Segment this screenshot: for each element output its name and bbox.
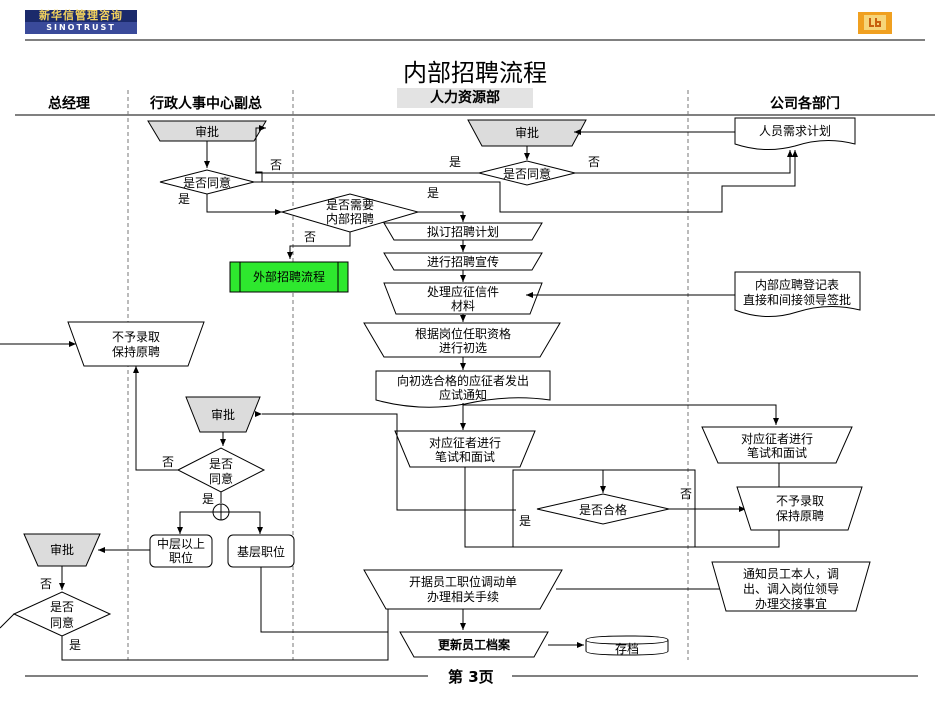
- notice-label-1: 向初选合格的应征者发出: [397, 373, 529, 388]
- noadmit-right-label-1: 不予录取: [776, 494, 824, 508]
- base-level-node: 基层职位: [227, 534, 295, 568]
- lane-gm-header: 总经理: [48, 96, 90, 112]
- notice-doc: 向初选合格的应征者发出 应试通知: [375, 370, 551, 408]
- no-label: 否: [40, 577, 52, 591]
- transfer-label-1: 开据员工职位调动单: [409, 574, 517, 589]
- approve-hr-node: 审批: [467, 119, 587, 147]
- yes-label: 是: [427, 186, 439, 200]
- no-label: 否: [162, 455, 174, 469]
- mid-level-node: 中层以上 职位: [149, 534, 213, 568]
- external-process-node: 外部招聘流程: [229, 261, 349, 293]
- agree-vp-node: 是否同意: [159, 169, 255, 195]
- interview-dept-label-1: 对应征者进行: [741, 431, 813, 446]
- interview-hr-label-1: 对应征者进行: [429, 435, 501, 450]
- update-node: 更新员工档案: [399, 631, 549, 658]
- sinotrust-logo: 新华信管理咨询 SINOTRUST: [25, 10, 137, 34]
- qualified-node: 是否合格: [536, 493, 670, 525]
- inform-label-1: 通知员工本人，调: [743, 567, 839, 581]
- corner-logo-icon: [858, 12, 892, 34]
- archive-label: 存档: [615, 642, 639, 656]
- handle-label-1: 处理应征信件: [427, 284, 499, 299]
- transfer-label-2: 办理相关手续: [427, 589, 499, 604]
- need-internal-label-1: 是否需要: [326, 198, 374, 212]
- interview-dept-label-2: 笔试和面试: [747, 445, 807, 460]
- agree-vp-label: 是否同意: [183, 175, 231, 190]
- archive-node: 存档: [585, 635, 669, 656]
- approve-vp-node: 审批: [147, 120, 267, 142]
- yes-label: 是: [449, 155, 461, 169]
- page-title: 内部招聘流程: [403, 59, 547, 87]
- page-number: 第 3页: [448, 668, 494, 686]
- mid-level-label-2: 职位: [169, 550, 193, 565]
- plan-node: 拟订招聘计划: [383, 222, 543, 241]
- no-label: 否: [588, 155, 600, 169]
- demand-plan-doc: 人员需求计划: [734, 117, 856, 150]
- need-internal-label-2: 内部招聘: [326, 211, 374, 226]
- qualified-label: 是否合格: [579, 502, 627, 517]
- screen-node: 根据岗位任职资格 进行初选: [363, 322, 561, 358]
- no-label: 否: [680, 487, 692, 501]
- noadmit-left-label-1: 不予录取: [112, 330, 160, 344]
- need-internal-node: 是否需要 内部招聘: [280, 193, 420, 233]
- yes-label: 是: [519, 514, 531, 528]
- approve-gm-node: 审批: [23, 533, 101, 567]
- inform-label-3: 办理交接事宜: [755, 596, 827, 611]
- registration-doc: 内部应聘登记表 直接和间接领导签批: [734, 271, 861, 318]
- agree-gm-label-1: 是否: [50, 600, 74, 614]
- lane-vp-header: 行政人事中心副总: [150, 96, 262, 112]
- interview-hr-node: 对应征者进行 笔试和面试: [394, 430, 536, 468]
- registration-label-2: 直接和间接领导签批: [743, 292, 851, 307]
- yes-label: 是: [202, 492, 214, 506]
- agree-hr-label: 是否同意: [503, 166, 551, 181]
- update-label: 更新员工档案: [438, 637, 511, 652]
- interview-hr-label-2: 笔试和面试: [435, 449, 495, 464]
- interview-dept-node: 对应征者进行 笔试和面试: [701, 426, 853, 464]
- external-label: 外部招聘流程: [253, 269, 325, 284]
- promote-node: 进行招聘宣传: [383, 252, 543, 271]
- registration-label-1: 内部应聘登记表: [755, 277, 839, 292]
- inform-label-2: 出、调入岗位领导: [743, 581, 839, 596]
- logo-en-text: SINOTRUST: [25, 22, 137, 34]
- plan-label: 拟订招聘计划: [427, 225, 499, 239]
- transfer-node: 开据员工职位调动单 办理相关手续: [363, 569, 563, 610]
- approve-hr-label: 审批: [515, 125, 539, 140]
- no-label: 否: [304, 230, 316, 244]
- lane-dept-header: 公司各部门: [770, 96, 840, 112]
- handle-label-2: 材料: [451, 299, 475, 313]
- yes-label: 是: [178, 192, 190, 206]
- no-label: 否: [270, 158, 282, 172]
- approve-gm-label: 审批: [50, 542, 74, 557]
- noadmit-right-node: 不予录取 保持原聘: [736, 486, 863, 531]
- lane-hr-header: 人力资源部: [397, 88, 533, 108]
- logo-cn-text: 新华信管理咨询: [39, 9, 123, 22]
- approve-vp2-node: 审批: [185, 396, 261, 433]
- mid-level-label-1: 中层以上: [157, 536, 205, 551]
- noadmit-left-label-2: 保持原聘: [112, 344, 160, 359]
- screen-label-1: 根据岗位任职资格: [415, 326, 511, 341]
- base-level-label: 基层职位: [237, 544, 285, 559]
- agree-gm-label-2: 同意: [50, 615, 74, 630]
- agree-hr-node: 是否同意: [478, 160, 576, 186]
- notice-label-2: 应试通知: [439, 387, 487, 402]
- inform-node: 通知员工本人，调 出、调入岗位领导 办理交接事宜: [711, 561, 871, 612]
- handle-node: 处理应征信件 材料: [383, 282, 543, 315]
- noadmit-right-label-2: 保持原聘: [776, 508, 824, 523]
- screen-label-2: 进行初选: [439, 341, 487, 355]
- demand-plan-label: 人员需求计划: [759, 124, 831, 138]
- promote-label: 进行招聘宣传: [427, 254, 499, 269]
- agree-vp2-node: 是否 同意: [176, 447, 266, 493]
- agree-vp2-label-2: 同意: [209, 471, 233, 486]
- agree-gm-node: 是否 同意: [12, 591, 112, 637]
- agree-vp2-label-1: 是否: [209, 457, 233, 471]
- approve-vp2-label: 审批: [211, 407, 235, 422]
- yes-label: 是: [69, 638, 81, 652]
- approve-vp-label: 审批: [195, 124, 219, 139]
- noadmit-left-node: 不予录取 保持原聘: [67, 321, 205, 367]
